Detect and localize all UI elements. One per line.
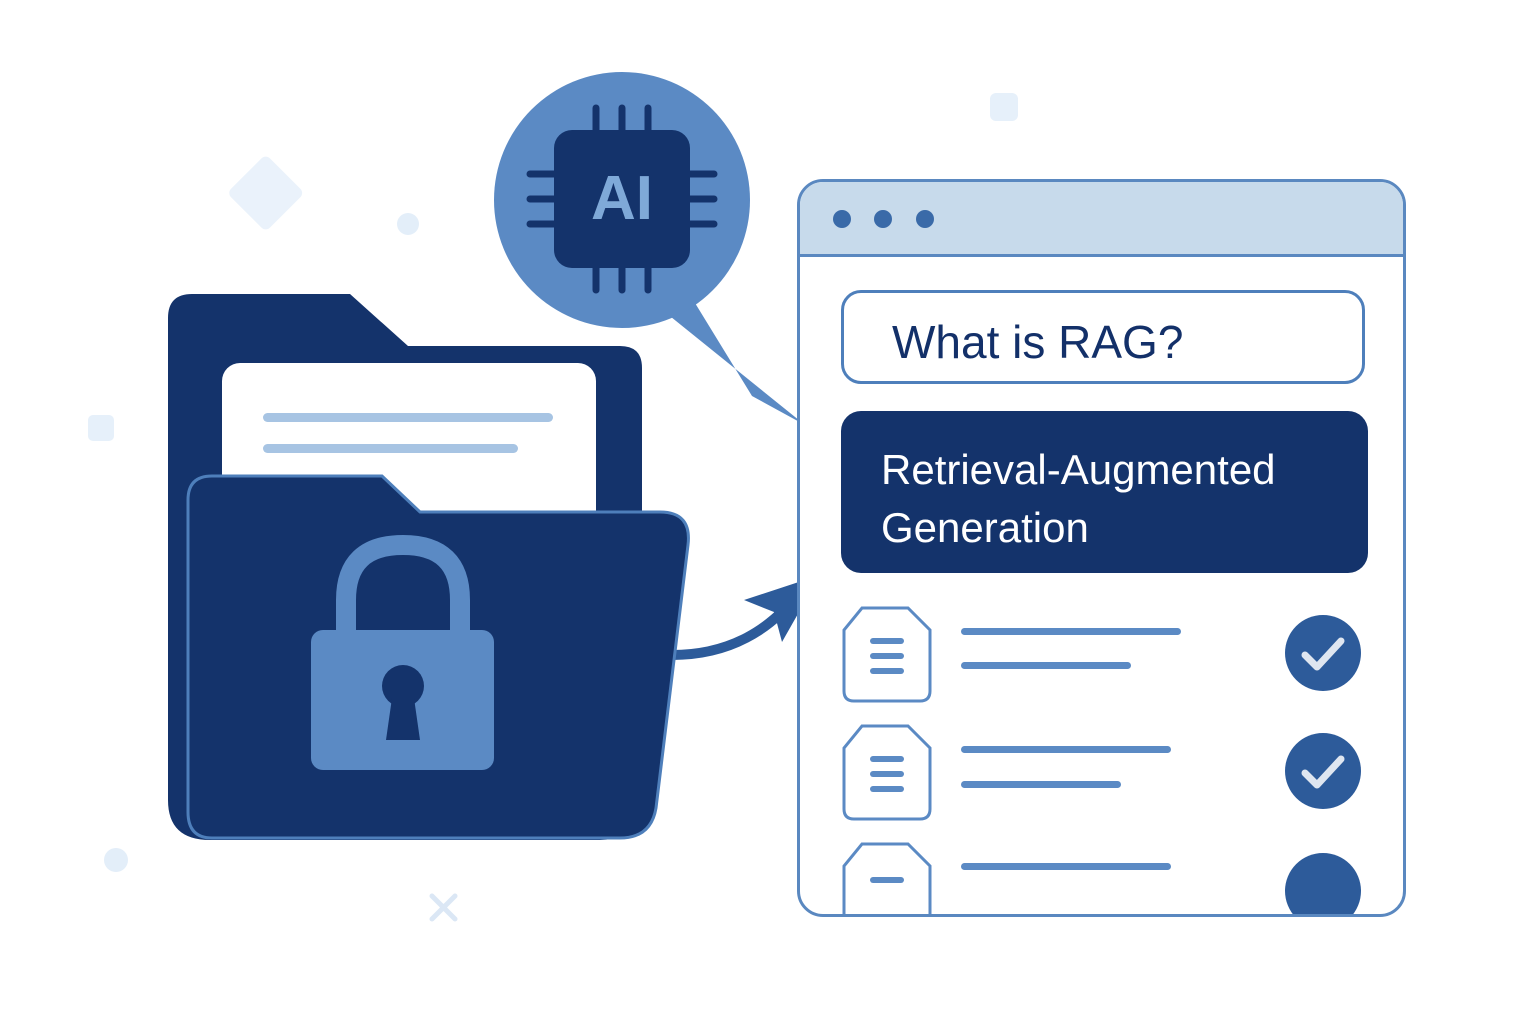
padlock-icon bbox=[311, 534, 494, 770]
query-input[interactable]: What is RAG? bbox=[841, 290, 1365, 384]
result-row[interactable] bbox=[800, 841, 1403, 914]
result-subtitle-line bbox=[961, 781, 1121, 788]
query-text: What is RAG? bbox=[892, 316, 1184, 368]
ai-chip-label: AI bbox=[591, 164, 653, 233]
document-icon bbox=[842, 606, 932, 703]
checkmark-icon bbox=[1285, 733, 1361, 809]
decor-cross-icon bbox=[429, 893, 458, 922]
answer-text: Retrieval-Augmented Generation bbox=[881, 446, 1276, 551]
result-title-line bbox=[961, 863, 1171, 870]
document-icon bbox=[842, 724, 932, 821]
decor-diamond bbox=[229, 156, 303, 230]
decor-dot bbox=[397, 213, 419, 235]
result-title-line bbox=[961, 746, 1171, 753]
checkmark-icon bbox=[1285, 615, 1361, 691]
browser-window: What is RAG? Retrieval-Augmented Generat… bbox=[797, 179, 1406, 917]
result-row[interactable] bbox=[800, 605, 1403, 705]
window-dot-close[interactable] bbox=[833, 210, 851, 228]
status-badge bbox=[1285, 853, 1361, 914]
window-titlebar bbox=[800, 182, 1403, 257]
decor-square bbox=[990, 93, 1018, 121]
locked-folder-icon bbox=[168, 294, 690, 840]
decor-square bbox=[88, 415, 114, 441]
result-title-line bbox=[961, 628, 1181, 635]
window-dot-minimize[interactable] bbox=[874, 210, 892, 228]
ai-speech-bubble bbox=[494, 72, 805, 425]
window-dot-maximize[interactable] bbox=[916, 210, 934, 228]
document-icon bbox=[842, 842, 932, 914]
answer-card: Retrieval-Augmented Generation bbox=[841, 411, 1368, 573]
result-subtitle-line bbox=[961, 662, 1131, 669]
decor-dot bbox=[104, 848, 128, 872]
result-row[interactable] bbox=[800, 723, 1403, 823]
ai-chip-icon bbox=[526, 104, 718, 294]
